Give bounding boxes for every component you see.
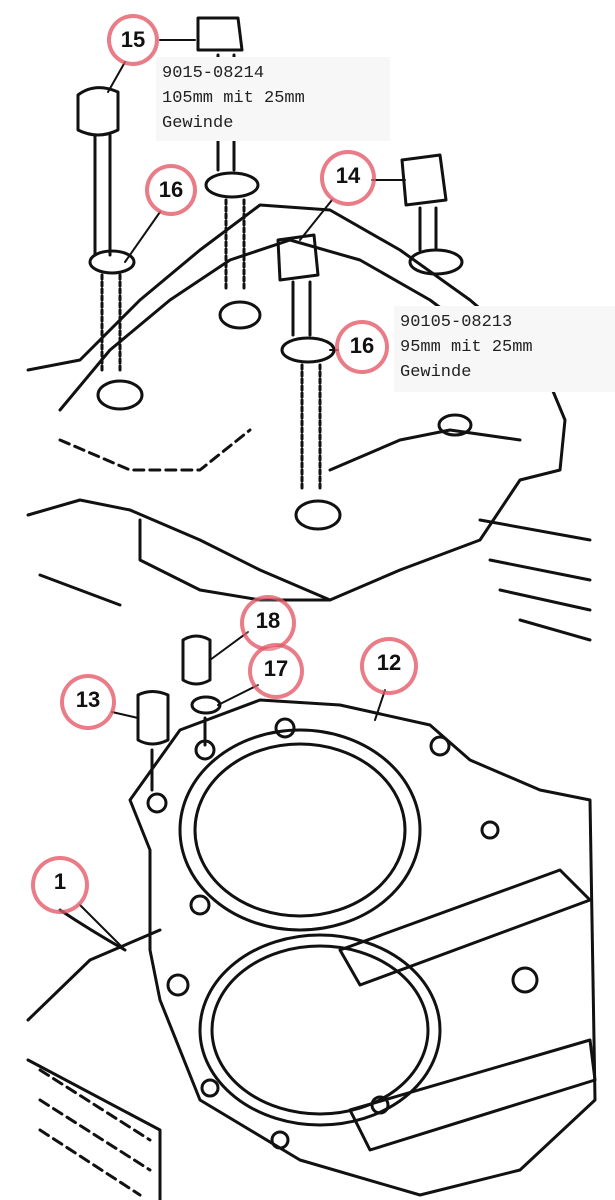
thread-label: Gewinde xyxy=(400,363,472,382)
bolt-14-center xyxy=(276,233,336,492)
callout-label: 15 xyxy=(120,27,146,52)
callout-14: 14 xyxy=(320,150,376,206)
head-gasket xyxy=(128,698,597,1197)
callout-18: 18 xyxy=(240,595,296,651)
part-number: 90105-08213 xyxy=(400,313,513,332)
callout-label: 16 xyxy=(349,333,375,358)
bolt-note-105mm: 9015-08214 105mm mit 25mm Gewinde xyxy=(156,57,390,141)
callout-1: 1 xyxy=(31,856,89,914)
callout-label: 13 xyxy=(75,687,101,712)
callout-label: 1 xyxy=(53,869,67,894)
part-number: 9015-08214 xyxy=(162,64,265,83)
bolt-15-left xyxy=(76,86,136,372)
cylinder-head xyxy=(26,203,592,642)
bolt-note-95mm: 90105-08213 95mm mit 25mm Gewinde xyxy=(394,306,615,392)
callout-label: 14 xyxy=(335,163,361,188)
bolt-14-right xyxy=(400,153,464,276)
callout-16-left: 16 xyxy=(145,164,197,216)
bolt-size: 95mm mit 25mm xyxy=(400,338,533,357)
dowel-13 xyxy=(136,690,170,792)
callout-label: 12 xyxy=(376,650,402,675)
oring-17 xyxy=(190,695,222,747)
bolt-size: 105mm mit 25mm xyxy=(162,89,305,108)
callout-15: 15 xyxy=(107,14,159,66)
thread-label: Gewinde xyxy=(162,114,234,133)
callout-12: 12 xyxy=(360,637,418,695)
callout-16-right: 16 xyxy=(335,320,389,374)
callout-13: 13 xyxy=(60,674,116,730)
dowel-18 xyxy=(181,634,212,686)
callout-17: 17 xyxy=(248,643,304,699)
callout-label: 17 xyxy=(263,656,289,681)
leader-lines xyxy=(79,39,406,951)
callout-label: 16 xyxy=(158,177,184,202)
callout-label: 18 xyxy=(255,608,281,633)
cylinder-block xyxy=(26,908,162,1200)
